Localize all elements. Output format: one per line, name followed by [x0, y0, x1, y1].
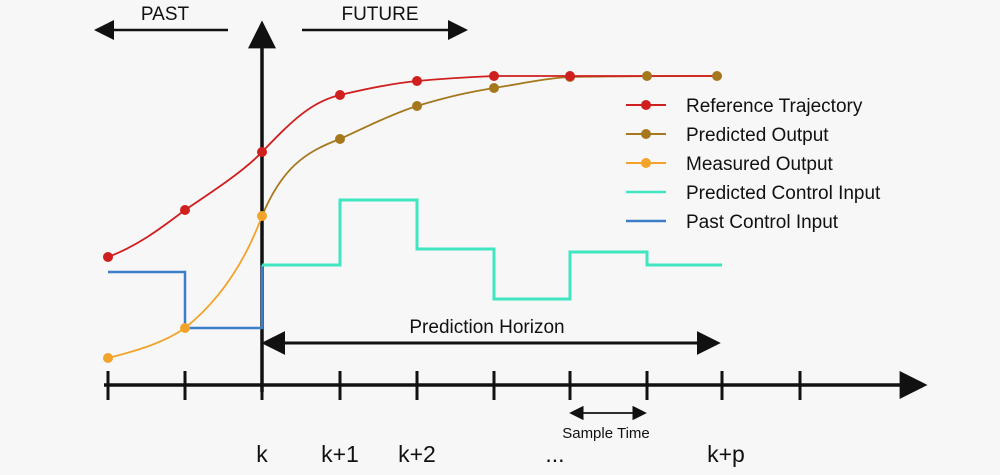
legend-label: Past Control Input — [686, 212, 839, 233]
reference-trajectory-points — [103, 71, 575, 262]
predicted-output-point — [489, 83, 499, 93]
reference-trajectory-point — [565, 71, 575, 81]
tick-label-k-plus-2: k+2 — [398, 441, 436, 467]
predicted-control-input-line — [262, 198, 722, 301]
predicted-output-point — [335, 134, 345, 144]
future-label: FUTURE — [341, 4, 418, 25]
tick-label-k-plus-1: k+1 — [321, 441, 359, 467]
legend-label: Measured Output — [686, 154, 834, 175]
legend-item-predicted-control-input: Predicted Control Input — [626, 183, 881, 204]
legend-item-reference-trajectory: Reference Trajectory — [626, 96, 863, 117]
legend: Reference Trajectory Predicted Output Me… — [626, 96, 881, 233]
legend-label: Predicted Control Input — [686, 183, 881, 204]
predicted-output-point — [412, 101, 422, 111]
legend-label: Predicted Output — [686, 125, 829, 146]
predicted-output-point — [642, 71, 652, 81]
legend-marker — [641, 100, 651, 110]
reference-trajectory-point — [103, 252, 113, 262]
tick-label-k-plus-p: k+p — [707, 441, 745, 467]
reference-trajectory-point — [335, 90, 345, 100]
legend-item-measured-output: Measured Output — [626, 154, 834, 175]
past-control-input-line — [108, 265, 264, 330]
measured-output-point — [180, 323, 190, 333]
predicted-output-point — [712, 71, 722, 81]
legend-item-predicted-output: Predicted Output — [626, 125, 829, 146]
time-axis-ticks — [106, 371, 802, 400]
tick-label-ellipsis: ... — [545, 441, 564, 467]
reference-trajectory-point — [180, 205, 190, 215]
measured-output-point — [103, 353, 113, 363]
measured-output-points — [103, 211, 267, 363]
past-label: PAST — [141, 4, 190, 25]
prediction-horizon-label: Prediction Horizon — [409, 317, 564, 338]
legend-marker — [641, 129, 651, 139]
legend-marker — [641, 158, 651, 168]
reference-trajectory-point — [489, 71, 499, 81]
legend-label: Reference Trajectory — [686, 96, 863, 117]
reference-trajectory-point — [412, 76, 422, 86]
legend-item-past-control-input: Past Control Input — [626, 212, 839, 233]
tick-label-k: k — [256, 441, 268, 467]
measured-output-point — [257, 211, 267, 221]
reference-trajectory-point — [257, 147, 267, 157]
sample-time-label: Sample Time — [562, 425, 650, 442]
